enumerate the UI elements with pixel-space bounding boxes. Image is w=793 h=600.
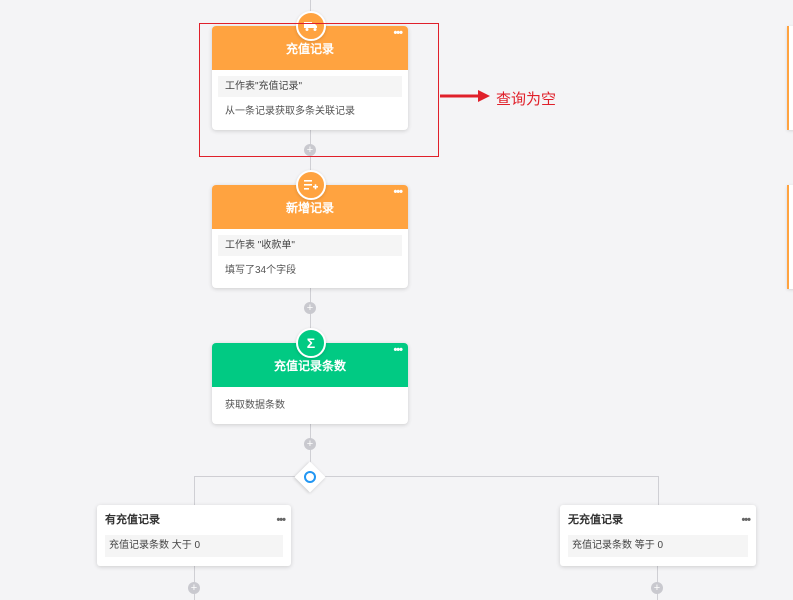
connector-3-branch (310, 424, 311, 476)
highlight-box (199, 23, 439, 157)
sigma-icon[interactable]: Σ (296, 328, 326, 358)
node-title: 新增记录 (285, 200, 334, 215)
branch-horizontal (194, 476, 659, 477)
offscreen-card-bottom (787, 185, 793, 289)
node-worksheet: 工作表 "收款单" (218, 235, 402, 256)
add-node-button[interactable]: + (304, 438, 316, 450)
more-icon[interactable]: ••• (393, 27, 403, 39)
add-node-button[interactable]: + (304, 302, 316, 314)
node-description: 填写了34个字段 (225, 265, 297, 276)
more-icon[interactable]: ••• (393, 344, 403, 356)
annotation-text: 查询为空 (496, 91, 557, 108)
connector-2-3 (310, 288, 311, 344)
truck-icon[interactable] (296, 11, 326, 41)
branch-title: 有充值记录 (105, 514, 160, 526)
add-node-button[interactable]: + (304, 144, 316, 156)
offscreen-card-top (787, 26, 793, 130)
more-icon[interactable]: ••• (276, 514, 286, 526)
branch-card-no-records[interactable]: 无充值记录 ••• 充值记录条数 等于 0 (560, 505, 756, 566)
branch-condition: 充值记录条数 大于 0 (105, 535, 283, 557)
connector-1-2 (310, 130, 311, 186)
add-record-icon[interactable] (296, 170, 326, 200)
node-title: 充值记录 (285, 41, 334, 56)
branch-title: 无充值记录 (568, 514, 623, 526)
add-node-button[interactable]: + (188, 582, 200, 594)
branch-left-down (194, 476, 195, 506)
node-card-recharge-records[interactable]: 充值记录 ••• 工作表"充值记录" 从一条记录获取多条关联记录 (212, 26, 408, 130)
node-card-add-record[interactable]: 新增记录 ••• 工作表 "收款单" 填写了34个字段 (212, 185, 408, 288)
node-description: 从一条记录获取多条关联记录 (225, 106, 355, 117)
branch-right-down (658, 476, 659, 506)
more-icon[interactable]: ••• (741, 514, 751, 526)
node-worksheet: 工作表"充值记录" (218, 76, 402, 97)
add-node-button[interactable]: + (651, 582, 663, 594)
node-title: 充值记录条数 (273, 358, 346, 373)
branch-condition: 充值记录条数 等于 0 (568, 535, 748, 557)
more-icon[interactable]: ••• (393, 186, 403, 198)
branch-gateway-icon (304, 471, 316, 483)
red-arrow-icon (440, 90, 490, 102)
branch-card-has-records[interactable]: 有充值记录 ••• 充值记录条数 大于 0 (97, 505, 291, 566)
node-description: 获取数据条数 (225, 400, 285, 411)
